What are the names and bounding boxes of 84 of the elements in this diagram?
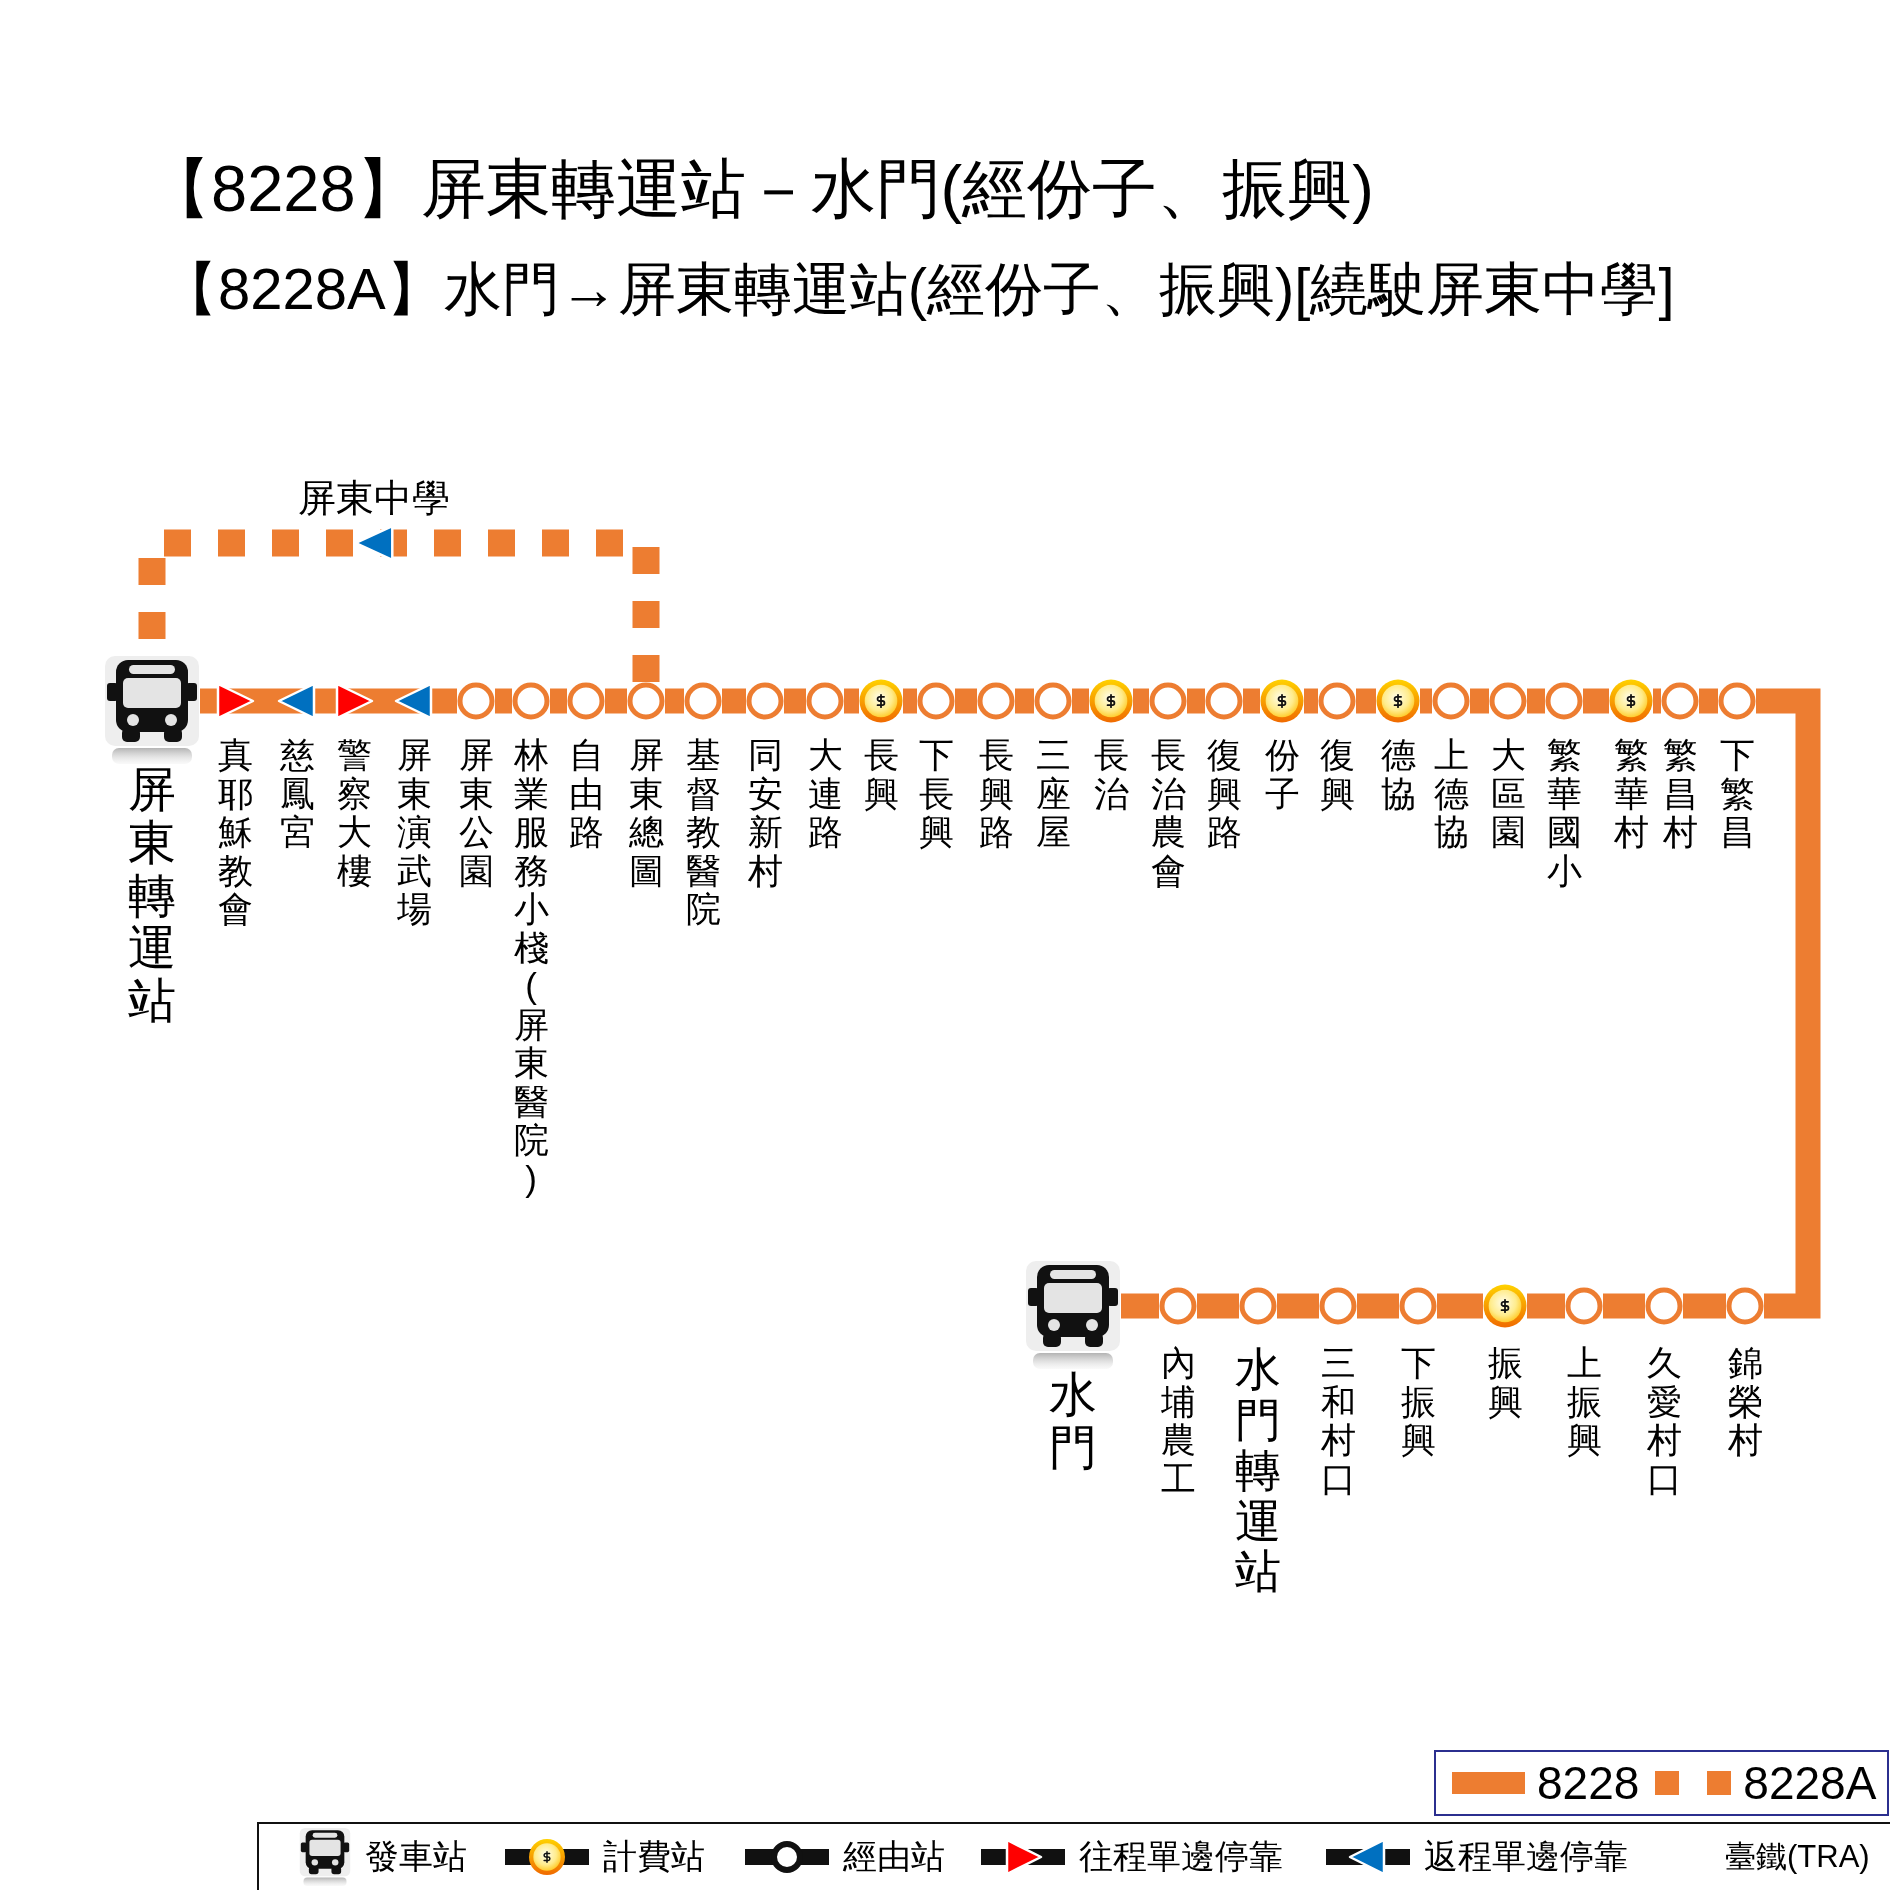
route-line: [317, 688, 334, 714]
route-line: [1470, 688, 1489, 714]
route-line: [844, 688, 859, 714]
route-line: [1699, 688, 1718, 714]
legend-label: 計費站: [603, 1838, 705, 1876]
route-line: [1121, 1293, 1159, 1319]
station-name: 長興路: [978, 736, 1014, 852]
legend-label: 經由站: [843, 1838, 945, 1876]
route-line: [374, 688, 394, 714]
station-name: 上德協: [1433, 736, 1469, 852]
route-line: [722, 688, 746, 714]
subtitle: 【8228A】水門→屏東轉運站(經份子、振興)[繞駛屏東中學]: [160, 255, 1675, 323]
station-name: 德協: [1380, 736, 1416, 813]
route-line: [903, 688, 917, 714]
station-name: 水門轉運站: [1235, 1344, 1281, 1597]
station-name: 自由路: [568, 736, 604, 852]
route-line: [1243, 688, 1260, 714]
route-line: [255, 688, 277, 714]
station-name: 繁華國小: [1546, 736, 1582, 890]
station-name: 警察大樓: [336, 736, 372, 890]
route-line: [495, 688, 512, 714]
station-name: 下繁昌: [1719, 736, 1755, 852]
route-line: [1603, 1293, 1645, 1319]
station-name: 復興路: [1206, 736, 1242, 852]
station-name: 份子: [1264, 736, 1300, 813]
station-name: 復興: [1319, 736, 1355, 813]
route-line: [1527, 688, 1545, 714]
station-name: 慈鳳宮: [279, 736, 315, 852]
legend-label: 返程單邊停靠: [1424, 1838, 1628, 1876]
route-line: [955, 688, 977, 714]
legend-label: 8228: [1537, 1757, 1640, 1809]
route-line: [1527, 1293, 1565, 1319]
route-line: [1683, 1293, 1726, 1319]
route-line: [665, 688, 684, 714]
station-name: 真耶穌教會: [217, 736, 253, 929]
legend-label: 臺鐵(TRA): [1725, 1839, 1870, 1875]
route-line: [1277, 1293, 1319, 1319]
legend-label: 發車站: [365, 1838, 467, 1876]
station-name: 屏東公園: [458, 736, 494, 890]
station-name: 大區園: [1490, 736, 1526, 852]
route-line: [784, 688, 806, 714]
route-line: [1583, 688, 1609, 714]
route-line: [1015, 688, 1034, 714]
station-name: 水門: [1049, 1369, 1097, 1475]
route-line: [1133, 688, 1149, 714]
legend-label: 往程單邊停靠: [1079, 1838, 1283, 1876]
station-name: 大連路: [807, 736, 843, 852]
station-name: 下長興: [918, 736, 954, 852]
station-name: 長興: [863, 736, 899, 813]
title: 【8228】屏東轉運站－水門(經份子、振興): [146, 151, 1374, 227]
station-name: 屏東轉運站: [128, 764, 176, 1028]
station-name: 振興: [1487, 1344, 1523, 1421]
station-name: 繁昌村: [1662, 736, 1698, 852]
station-name: 上振興: [1566, 1344, 1602, 1460]
legend-label: 8228A: [1743, 1757, 1877, 1809]
route-line: [200, 688, 215, 714]
route-line: [1420, 688, 1432, 714]
route-line: [1357, 1293, 1399, 1319]
route-line: [1437, 1293, 1483, 1319]
station-name: 久愛村口: [1646, 1344, 1682, 1498]
route-line: [434, 688, 457, 714]
route-line: [605, 688, 627, 714]
station-name: 繁華村: [1613, 736, 1649, 852]
route-line: [1197, 1293, 1239, 1319]
station-name: 三座屋: [1035, 736, 1071, 852]
station-name: 同安新村: [747, 736, 783, 890]
station-name: 長治: [1093, 736, 1129, 813]
station-name: 屏東總圖: [628, 736, 664, 890]
station-name: 三和村口: [1320, 1344, 1356, 1498]
station-name: 屏東演武場: [396, 736, 432, 929]
route-line: [1072, 688, 1089, 714]
route-line: [550, 688, 567, 714]
route-line: [1356, 688, 1376, 714]
station-name: 長治農會: [1150, 736, 1186, 890]
route-line: [1653, 688, 1661, 714]
edge-label: 屏東中學: [297, 477, 452, 520]
route-line: [1187, 688, 1205, 714]
station-name: 下振興: [1400, 1344, 1436, 1460]
station-name: 錦榮村: [1727, 1344, 1763, 1460]
route-line: [1756, 688, 1821, 1319]
route-line: [1304, 688, 1318, 714]
station-name: 基督教醫院: [685, 736, 721, 929]
station-name: 林業服務小棧(屏東醫院): [513, 736, 549, 1198]
station-name: 內埔農工: [1160, 1344, 1196, 1498]
